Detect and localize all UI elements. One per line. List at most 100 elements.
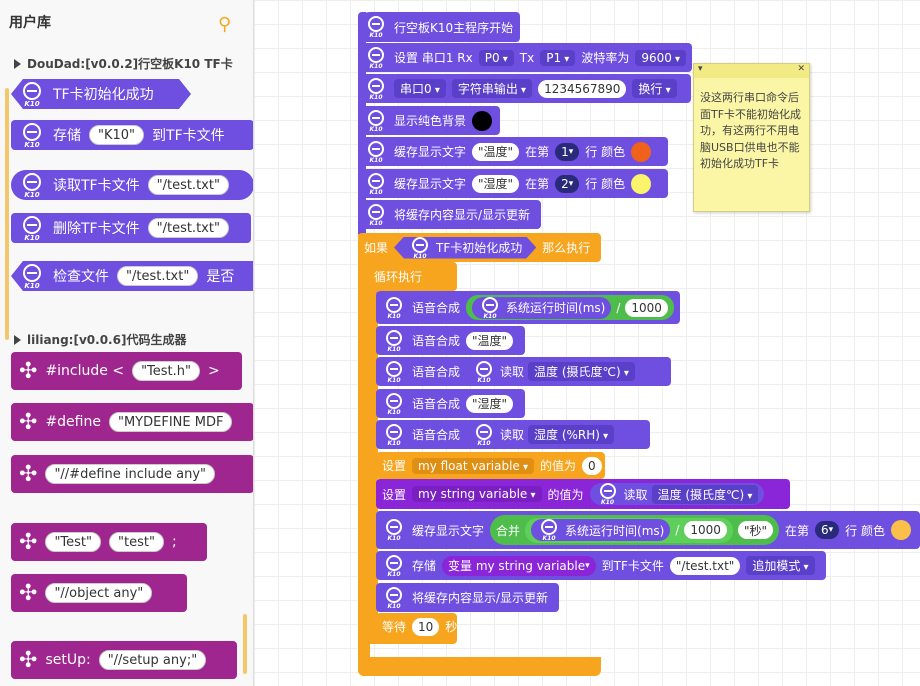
color-swatch-yellow[interactable] bbox=[631, 173, 652, 194]
string-variable-dropdown[interactable]: my string variable bbox=[412, 486, 542, 502]
temp-sensor-reporter[interactable]: K10 读取 温度 (摄氏度℃) bbox=[466, 360, 641, 384]
tf-init-block[interactable]: K10 TF卡初始化成功 bbox=[11, 79, 191, 109]
newline-dropdown[interactable]: 换行 bbox=[632, 79, 677, 98]
row-dropdown[interactable]: 1 bbox=[555, 142, 580, 161]
block-flyout: 用户库 ⚲ DouDad:[v0.0.2]行空板K10 TF卡 K10 TF卡初… bbox=[0, 0, 254, 686]
if-block[interactable]: 如果 K10 TF卡初始化成功 那么执行 bbox=[358, 233, 601, 262]
include-block[interactable]: ✣ #include < "Test.h" > bbox=[11, 352, 242, 390]
k10-icon: K10 bbox=[364, 15, 388, 39]
k10-icon: K10 bbox=[382, 392, 406, 416]
write-mode-dropdown[interactable]: 追加模式 bbox=[746, 556, 815, 575]
float-variable-dropdown[interactable]: my float variable bbox=[412, 457, 535, 474]
runtime-reporter[interactable]: K10 系统运行时间(ms) bbox=[531, 519, 671, 542]
speech-hum-text-block[interactable]: K10 语音合成 "湿度" bbox=[376, 389, 525, 418]
check-file-input[interactable]: "/test.txt" bbox=[117, 266, 198, 286]
section-tf-card[interactable]: DouDad:[v0.0.2]行空板K10 TF卡 bbox=[14, 55, 233, 72]
comment-text[interactable]: 没这两行串口命令后面TF卡不能初始化成功，有这两行不用电脑USB口供电也不能初始… bbox=[700, 91, 802, 170]
fill-background-block[interactable]: K10 显示纯色背景 bbox=[358, 106, 500, 135]
pin-icon[interactable]: ⚲ bbox=[218, 14, 232, 35]
delete-file-input[interactable]: "/test.txt" bbox=[147, 218, 229, 238]
comment-titlebar[interactable]: ▾ ✕ bbox=[694, 64, 809, 78]
row-dropdown[interactable]: 2 bbox=[555, 174, 580, 193]
output-mode-dropdown[interactable]: 字符串输出 bbox=[451, 79, 533, 98]
join-operator[interactable]: 合并 K10 系统运行时间(ms) / 1000 "秒" bbox=[490, 515, 779, 545]
section-code-generator[interactable]: liliang:[v0.0.6]代码生成器 bbox=[14, 331, 186, 348]
puzzle-icon: ✣ bbox=[19, 529, 38, 555]
text-input[interactable]: "湿度" bbox=[466, 394, 514, 413]
baud-rate-dropdown[interactable]: 9600 bbox=[635, 49, 687, 66]
divide-operator[interactable]: K10 系统运行时间(ms) / 1000 bbox=[466, 295, 674, 320]
tf-check-block[interactable]: K10 检查文件 "/test.txt" 是否 bbox=[11, 261, 254, 291]
define-block[interactable]: ✣ #define "MYDEFINE MDF bbox=[11, 403, 253, 441]
forever-loop-block[interactable]: 循环执行 bbox=[368, 262, 457, 291]
seconds-text-input[interactable]: "秒" bbox=[737, 521, 773, 539]
k10-icon: K10 bbox=[19, 122, 45, 149]
speech-read-hum-block[interactable]: K10 语音合成 K10 读取 湿度 (%RH) bbox=[376, 420, 650, 449]
text-input[interactable]: "温度" bbox=[466, 331, 514, 350]
collapse-arrow-icon[interactable]: ▾ bbox=[698, 64, 703, 74]
speech-read-temp-block[interactable]: K10 语音合成 K10 读取 温度 (摄氏度℃) bbox=[376, 357, 671, 386]
object-block[interactable]: ✣ "//object any" bbox=[11, 574, 187, 612]
divide-operator[interactable]: K10 系统运行时间(ms) / 1000 bbox=[525, 517, 733, 543]
define-value-input[interactable]: "MYDEFINE MDF bbox=[108, 412, 233, 432]
main-program-hat[interactable]: K10 行空板K10主程序开始 bbox=[358, 12, 520, 42]
show-cache-block[interactable]: K10 将缓存内容显示/显示更新 bbox=[358, 200, 541, 229]
serial-config-block[interactable]: K10 设置 串口1 Rx P0 Tx P1 波特率为 9600 bbox=[358, 43, 692, 72]
set-string-variable-block[interactable]: 设置 my string variable 的值为 K10 读取 温度 (摄氏度… bbox=[376, 479, 790, 509]
serial-port-dropdown[interactable]: 串口0 bbox=[394, 79, 446, 98]
test-block[interactable]: ✣ "Test" "test" ; bbox=[11, 523, 207, 561]
cache-concat-text-block[interactable]: K10 缓存显示文字 合并 K10 系统运行时间(ms) / 1000 "秒" … bbox=[376, 511, 920, 549]
object-input[interactable]: "//object any" bbox=[45, 583, 153, 603]
string-variable-reporter[interactable]: 变量 my string variable bbox=[442, 555, 596, 576]
temp-sensor-dropdown[interactable]: 温度 (摄氏度℃) bbox=[651, 484, 759, 504]
setup-block[interactable]: ✣ setUp: "//setup any;" bbox=[11, 641, 237, 679]
float-value-input[interactable]: 0 bbox=[582, 456, 602, 475]
code-comment-input[interactable]: "//#define include any" bbox=[45, 464, 215, 484]
setup-input[interactable]: "//setup any;" bbox=[98, 650, 207, 670]
file-path-input[interactable]: "/test.txt" bbox=[669, 556, 741, 575]
tf-init-condition[interactable]: K10 TF卡初始化成功 bbox=[394, 237, 536, 259]
k10-icon: K10 bbox=[382, 360, 406, 384]
text-input[interactable]: "湿度" bbox=[472, 174, 520, 193]
temp-sensor-reporter[interactable]: K10 读取 温度 (摄氏度℃) bbox=[589, 483, 765, 506]
hum-sensor-reporter[interactable]: K10 读取 湿度 (%RH) bbox=[466, 423, 621, 447]
tf-store-variable-block[interactable]: K10 存储 变量 my string variable 到TF卡文件 "/te… bbox=[376, 551, 826, 580]
k10-icon: K10 bbox=[472, 423, 496, 447]
cache-text-block-hum[interactable]: K10 缓存显示文字 "湿度" 在第 2 行 颜色 bbox=[358, 169, 668, 198]
tx-pin-dropdown[interactable]: P1 bbox=[540, 49, 576, 66]
temp-sensor-dropdown[interactable]: 温度 (摄氏度℃) bbox=[528, 362, 635, 381]
flyout-scrollbar[interactable] bbox=[243, 614, 247, 674]
divisor-input[interactable]: 1000 bbox=[625, 298, 668, 317]
tf-save-block[interactable]: K10 存储 "K10" 到TF卡文件 bbox=[11, 120, 253, 150]
show-cache-block-2[interactable]: K10 将缓存内容显示/显示更新 bbox=[376, 583, 559, 612]
include-value-input[interactable]: "Test.h" bbox=[132, 361, 201, 381]
wait-seconds-input[interactable]: 10 bbox=[412, 617, 440, 636]
color-swatch-amber[interactable] bbox=[891, 520, 911, 540]
runtime-reporter[interactable]: K10 系统运行时间(ms) bbox=[472, 296, 612, 320]
tf-delete-block[interactable]: K10 删除TF卡文件 "/test.txt" bbox=[11, 213, 251, 243]
code-comment-block[interactable]: ✣ "//#define include any" bbox=[11, 455, 253, 493]
color-swatch-black[interactable] bbox=[472, 110, 493, 131]
row-dropdown[interactable]: 6 bbox=[815, 521, 840, 539]
set-float-variable-block[interactable]: 设置 my float variable 的值为 0 bbox=[376, 452, 605, 479]
close-icon[interactable]: ✕ bbox=[797, 64, 805, 74]
k10-icon: K10 bbox=[364, 77, 388, 101]
serial-output-value-input[interactable]: 1234567890 bbox=[538, 79, 627, 98]
save-value-input[interactable]: "K10" bbox=[89, 125, 145, 145]
rx-pin-dropdown[interactable]: P0 bbox=[478, 49, 514, 66]
text-input[interactable]: "温度" bbox=[472, 142, 520, 161]
speech-temp-text-block[interactable]: K10 语音合成 "温度" bbox=[376, 326, 525, 355]
serial-output-block[interactable]: K10 串口0 字符串输出 1234567890 换行 bbox=[358, 74, 691, 103]
wait-block[interactable]: 等待 10 秒 bbox=[376, 613, 457, 640]
k10-icon: K10 bbox=[19, 81, 45, 107]
cache-text-block-temp[interactable]: K10 缓存显示文字 "温度" 在第 1 行 颜色 bbox=[358, 137, 668, 166]
speech-runtime-block[interactable]: K10 语音合成 K10 系统运行时间(ms) / 1000 bbox=[376, 291, 680, 324]
comment-note[interactable]: ▾ ✕ 没这两行串口命令后面TF卡不能初始化成功，有这两行不用电脑USB口供电也… bbox=[693, 63, 810, 212]
color-swatch-orange[interactable] bbox=[631, 141, 652, 162]
test-b-input[interactable]: "test" bbox=[109, 532, 164, 552]
test-a-input[interactable]: "Test" bbox=[45, 532, 101, 552]
hum-sensor-dropdown[interactable]: 湿度 (%RH) bbox=[528, 425, 615, 444]
divisor-input[interactable]: 1000 bbox=[684, 521, 727, 539]
tf-read-block[interactable]: K10 读取TF卡文件 "/test.txt" bbox=[11, 170, 253, 200]
read-file-input[interactable]: "/test.txt" bbox=[147, 175, 229, 195]
